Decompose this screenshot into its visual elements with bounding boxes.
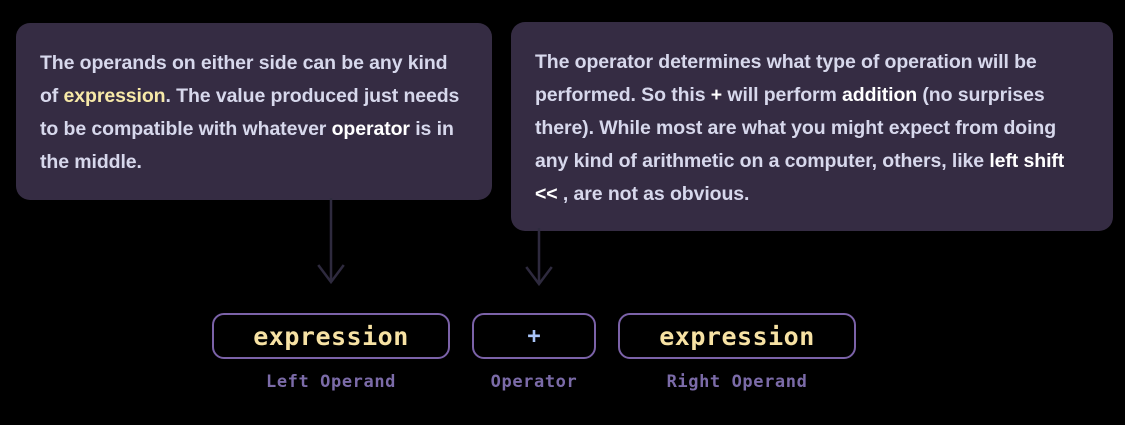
token-left-operand[interactable]: expression bbox=[212, 313, 450, 359]
callout-right-seg-1-plus: + bbox=[710, 84, 723, 106]
callout-right-text: The operator determines what type of ope… bbox=[535, 46, 1091, 211]
callout-right-seg-2: will perform bbox=[722, 84, 843, 106]
callout-right-seg-5-left-shift: left shift << bbox=[535, 150, 1065, 205]
token-right-operand[interactable]: expression bbox=[618, 313, 856, 359]
callout-left-seg-2: . The value produced just needs to be co… bbox=[40, 85, 460, 140]
token-right-operand-value: expression bbox=[659, 321, 815, 351]
token-left-operand-label: Left Operand bbox=[265, 372, 397, 392]
callout-right-seg-3-addition: addition bbox=[842, 84, 918, 106]
callout-right-seg-0: The operator determines what type of ope… bbox=[535, 51, 1037, 106]
callout-card-left: The operands on either side can be any k… bbox=[16, 23, 492, 200]
token-operator-value: + bbox=[527, 323, 541, 349]
callout-left-text: The operands on either side can be any k… bbox=[40, 47, 466, 179]
callout-right-seg-4: (no surprises there). While most are wha… bbox=[535, 84, 1057, 172]
arrow-to-operator-icon bbox=[525, 228, 553, 287]
callout-left-seg-3-operator: operator bbox=[331, 118, 410, 140]
token-operator-label: Operator bbox=[490, 372, 578, 392]
callout-left-seg-0: The operands on either side can be any k… bbox=[40, 52, 448, 107]
token-right-operand-label: Right Operand bbox=[666, 372, 808, 392]
arrow-to-left-operand-icon bbox=[317, 198, 345, 285]
callout-left-seg-4: is in the middle. bbox=[40, 118, 454, 173]
callout-card-right: The operator determines what type of ope… bbox=[511, 22, 1113, 231]
callout-left-seg-1-expression: expression bbox=[63, 85, 166, 107]
callout-right-seg-6: , are not as obvious. bbox=[557, 183, 750, 205]
token-operator[interactable]: + bbox=[472, 313, 596, 359]
token-left-operand-value: expression bbox=[253, 321, 409, 351]
